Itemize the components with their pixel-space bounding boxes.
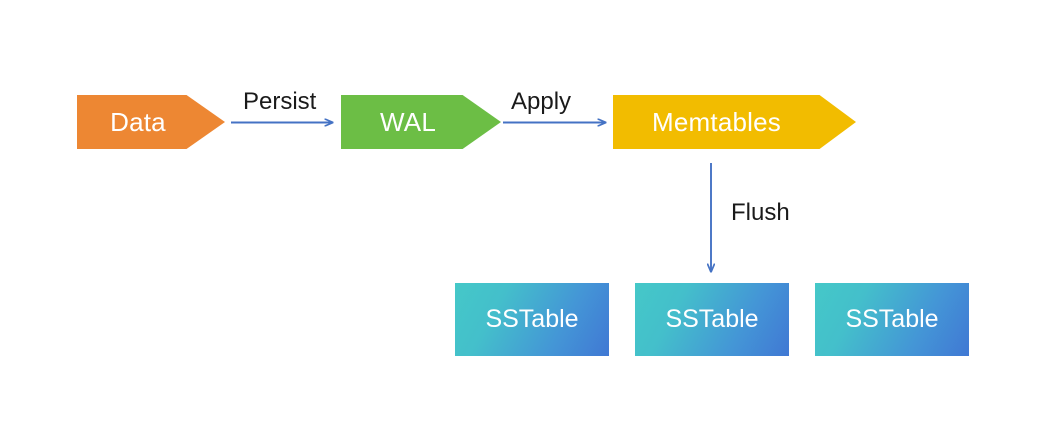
node-wal[interactable]: WAL (341, 95, 501, 149)
node-sstable-3-label: SSTable (845, 305, 939, 333)
node-memtables[interactable]: Memtables (613, 95, 856, 149)
node-sstable-3[interactable]: SSTable (815, 283, 969, 356)
node-sstable-2-label: SSTable (665, 305, 759, 333)
node-data-label: Data (110, 107, 166, 137)
node-sstable-1[interactable]: SSTable (455, 283, 609, 356)
edge-label-apply: Apply (511, 88, 572, 115)
edge-label-flush: Flush (731, 199, 790, 226)
node-memtables-label: Memtables (652, 107, 781, 137)
node-sstable-1-label: SSTable (485, 305, 579, 333)
node-wal-label: WAL (380, 107, 436, 137)
node-sstable-2[interactable]: SSTable (635, 283, 789, 356)
edge-label-persist: Persist (243, 88, 317, 115)
node-data[interactable]: Data (77, 95, 225, 149)
